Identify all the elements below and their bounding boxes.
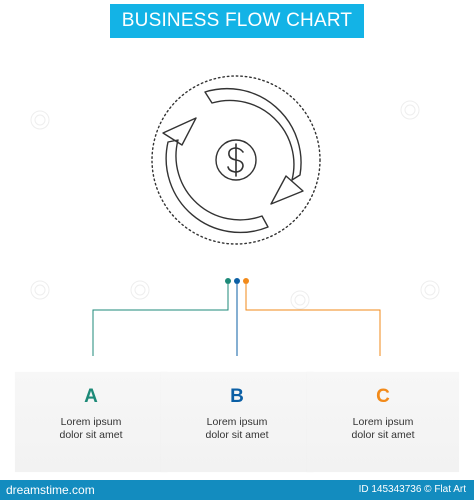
dotted-ring bbox=[151, 75, 321, 245]
step-text-b-line2: dolor sit amet bbox=[205, 429, 269, 441]
connector-dot-c bbox=[243, 278, 249, 284]
lower-arrow bbox=[165, 139, 269, 234]
step-letter-b: B bbox=[230, 386, 244, 407]
step-letter-c: C bbox=[376, 386, 390, 407]
left-arrowhead bbox=[162, 117, 197, 146]
dollar-cycle-icon bbox=[151, 75, 321, 245]
connector-line-a bbox=[92, 284, 229, 356]
step-text-c-line2: dolor sit amet bbox=[351, 429, 415, 441]
footer-bar: dreamstime.com ID 145343736 © Flat Art bbox=[0, 480, 474, 500]
footer-id: ID 145343736 © Flat Art bbox=[358, 484, 466, 495]
step-text-c: Lorem ipsum dolor sit amet bbox=[307, 416, 459, 442]
step-card-b: B Lorem ipsum dolor sit amet bbox=[161, 372, 313, 472]
step-text-c-line1: Lorem ipsum bbox=[352, 416, 414, 428]
coin bbox=[215, 139, 257, 181]
step-text-a-line2: dolor sit amet bbox=[59, 429, 123, 441]
right-arrowhead bbox=[270, 175, 304, 205]
step-card-c: C Lorem ipsum dolor sit amet bbox=[307, 372, 459, 472]
watermark-pattern bbox=[30, 100, 440, 310]
connector-line-c bbox=[245, 284, 381, 356]
chart-title: BUSINESS FLOW CHART bbox=[110, 4, 364, 38]
step-text-a: Lorem ipsum dolor sit amet bbox=[15, 416, 167, 442]
step-letter-a: A bbox=[84, 386, 98, 407]
step-text-b-line1: Lorem ipsum bbox=[206, 416, 268, 428]
connector-dot-b bbox=[234, 278, 240, 284]
step-card-a: A Lorem ipsum dolor sit amet bbox=[15, 372, 167, 472]
upper-arrow bbox=[204, 87, 302, 181]
connector-dot-a bbox=[225, 278, 231, 284]
dollar-sign bbox=[227, 143, 244, 177]
footer-source: dreamstime.com bbox=[6, 483, 95, 497]
step-text-b: Lorem ipsum dolor sit amet bbox=[161, 416, 313, 442]
step-text-a-line1: Lorem ipsum bbox=[60, 416, 122, 428]
